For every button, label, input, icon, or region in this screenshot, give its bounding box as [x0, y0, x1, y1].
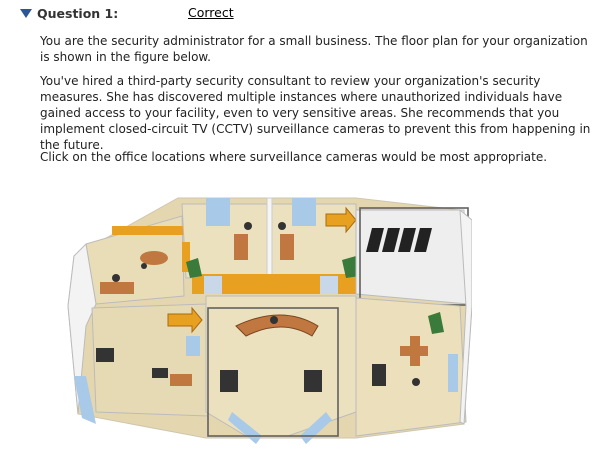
status-link[interactable]: Correct — [188, 5, 234, 20]
instruction-paragraph: Click on the office locations where surv… — [40, 150, 548, 164]
question-header: Question 1: — [20, 4, 118, 22]
lower-left-office[interactable] — [91, 303, 209, 417]
question-title: Question 1: — [37, 5, 119, 21]
lobby[interactable] — [205, 295, 357, 444]
collapse-triangle-icon[interactable] — [20, 8, 32, 18]
left-office[interactable] — [85, 215, 192, 305]
server-room[interactable] — [355, 207, 469, 306]
intro-paragraph: You are the security administrator for a… — [40, 34, 588, 64]
center-right-office[interactable] — [269, 198, 357, 277]
center-left-office[interactable] — [181, 198, 269, 279]
consultant-paragraph: You've hired a third-party security cons… — [40, 74, 591, 152]
lower-right-office[interactable] — [355, 297, 467, 437]
floor-plan — [56, 186, 472, 452]
